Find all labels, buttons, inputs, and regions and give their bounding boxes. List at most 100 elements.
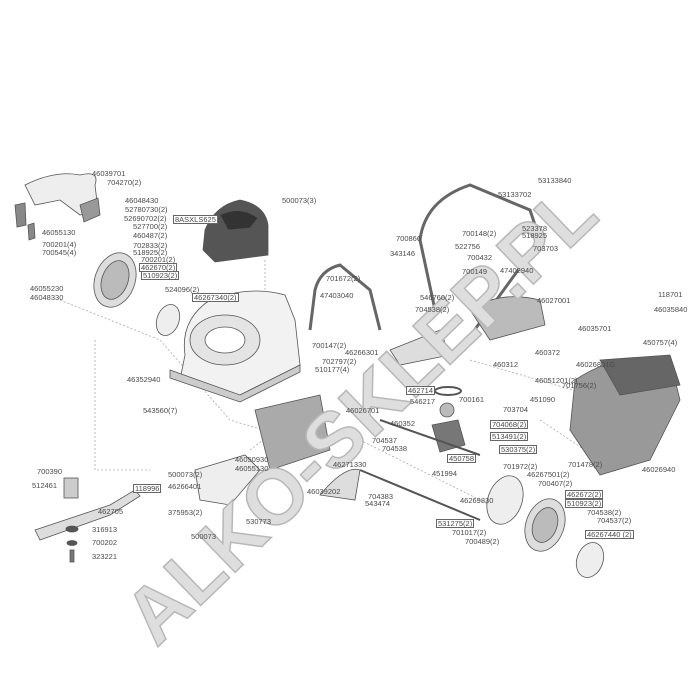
part-label: 512461 [32, 481, 58, 490]
part-label: 701478(2) [568, 460, 603, 469]
part-label: 700161 [459, 395, 485, 404]
part-label: 46271330 [333, 460, 367, 469]
part-label: 704383 [368, 492, 394, 501]
part-label: 323221 [92, 552, 118, 561]
left-hubcap [155, 304, 181, 336]
part-label: 46026940 [642, 465, 676, 474]
part-label: 46026801G [576, 360, 616, 369]
part-label: 46267340(2) [192, 293, 239, 302]
part-label: 53133840 [538, 176, 572, 185]
rear-flap [254, 394, 331, 471]
part-label: 460487(2) [133, 231, 168, 240]
part-label: 704537(2) [597, 516, 632, 525]
part-label: 46039202 [307, 487, 341, 496]
part-label: 46051201(2) [535, 376, 578, 385]
part-label: 46266401 [168, 482, 202, 491]
part-label: 704538(2) [415, 305, 450, 314]
part-label: 460372 [535, 348, 561, 357]
part-label: 46055130 [42, 228, 76, 237]
part-label: 543474 [365, 499, 391, 508]
part-label: 46048430 [125, 196, 159, 205]
part-label: 462714 [406, 386, 436, 395]
part-label: 518925 [522, 231, 548, 240]
part-label: 513491(2) [490, 432, 529, 441]
part-label: 451090 [530, 395, 556, 404]
part-label: 451994 [432, 469, 458, 478]
part-label: 543560(7) [143, 406, 178, 415]
grass-bag-top [469, 296, 546, 341]
side-deflector [194, 454, 261, 506]
part-label: 46027001 [537, 296, 571, 305]
part-label: 527700(2) [133, 222, 168, 231]
rear-wheel-inner [486, 475, 524, 525]
part-label: 702833(2) [133, 241, 168, 250]
rear-hubcap [575, 542, 605, 578]
part-label: 462705 [98, 507, 124, 516]
part-label: 462672(2) [565, 490, 604, 499]
part-label: 46055130 [235, 464, 269, 473]
height-adjuster [319, 468, 361, 501]
part-label: 700202 [92, 538, 118, 547]
upper-handle [418, 183, 542, 351]
part-label: 343146 [390, 249, 416, 258]
part-label: 700432 [467, 253, 493, 262]
mulch-plug [389, 329, 451, 366]
part-label: 450757(4) [643, 338, 678, 347]
part-label: 460352 [390, 419, 416, 428]
part-label: 46055230 [30, 284, 64, 293]
part-label: 704537 [372, 436, 398, 445]
part-label: 46026701 [346, 406, 380, 415]
part-label: 700866 [396, 234, 422, 243]
part-label: 46269830 [460, 496, 494, 505]
part-label: 700489(2) [465, 537, 500, 546]
part-label: 375953(2) [168, 508, 203, 517]
part-label: 704538(2) [587, 508, 622, 517]
part-label: 701756(2) [562, 381, 597, 390]
lower-handle [308, 263, 382, 331]
part-label: 703704 [503, 405, 529, 414]
part-label: 704270(2) [107, 178, 142, 187]
part-label: 700201(4) [42, 240, 77, 249]
part-label: 52780730(2) [125, 205, 168, 214]
part-label: 703703 [533, 244, 559, 253]
part-label: 530773 [246, 517, 272, 526]
part-label: 704068(2) [490, 420, 529, 429]
part-label: 702797(2) [322, 357, 357, 366]
part-label: 700149 [462, 267, 488, 276]
part-label: 46267501(2) [527, 470, 570, 479]
engine [202, 199, 269, 263]
part-label: 510923(2) [565, 499, 604, 508]
part-label: 531275(2) [436, 519, 475, 528]
engine-code-label: 8ASXLS625 [173, 215, 218, 224]
part-label: 700147(2) [312, 341, 347, 350]
drive-belt [434, 386, 462, 396]
part-label: 46267440 (2) [585, 530, 634, 539]
part-label: 546217 [410, 397, 436, 406]
part-label: 118701 [658, 290, 683, 299]
blade-kit-label: 118996 [133, 484, 162, 493]
gearbox [431, 419, 466, 453]
part-label: 47403040 [320, 291, 354, 300]
part-label: 500073 [191, 532, 217, 541]
part-label: 46039701 [92, 169, 126, 178]
part-label: 523378 [522, 224, 548, 233]
part-label: 46035840 [654, 305, 688, 314]
part-label: 700390 [37, 467, 63, 476]
part-label: 53133702 [498, 190, 532, 199]
part-label: 510177(4) [315, 365, 350, 374]
part-label: 510923(2) [141, 271, 180, 280]
part-label: 530375(2) [499, 445, 538, 454]
part-label: 546760(2) [420, 293, 455, 302]
blade-adapter [63, 477, 79, 499]
part-label: 46352940 [127, 375, 161, 384]
part-label: 52690702(2) [124, 214, 167, 223]
part-label: 47402940 [500, 266, 534, 275]
part-label: 46266301 [345, 348, 379, 357]
part-label: 701017(2) [452, 528, 487, 537]
part-label: 701972(2) [503, 462, 538, 471]
part-label: 518925(2) [133, 248, 168, 257]
part-label: 704538 [382, 444, 408, 453]
part-label: 701672(2) [326, 274, 361, 283]
